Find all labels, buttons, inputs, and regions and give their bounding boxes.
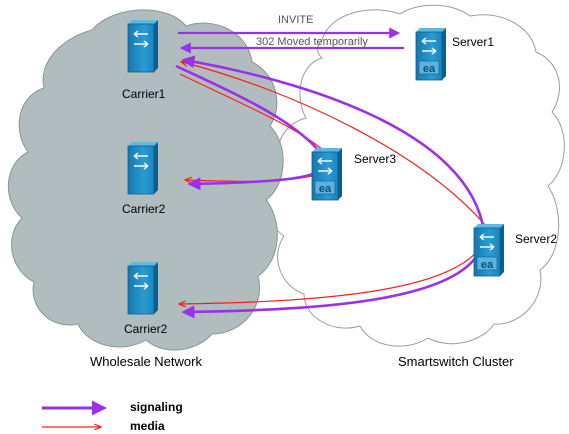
server2-label: Server2	[515, 232, 558, 246]
carrier1-label: Carrier1	[122, 87, 166, 101]
carrier2-label: Carrier2	[122, 202, 166, 216]
carrier2-bottom-switch-icon	[127, 261, 159, 315]
media-flow-carrier1-to-server3	[179, 73, 331, 157]
carrier2-bottom-label: Carrier2	[124, 322, 168, 336]
legend-signaling-label: signaling	[130, 400, 183, 414]
carrier2-switch-icon	[127, 141, 159, 195]
wholesale-network-label: Wholesale Network	[90, 354, 202, 369]
legend-media-label: media	[130, 419, 165, 433]
server1-label: Server1	[452, 35, 495, 49]
carrier1-switch-icon	[127, 19, 159, 73]
server2-server-icon	[473, 223, 505, 277]
media-flow-server2-to-carrier1	[182, 62, 487, 227]
smartswitch-cluster-label: Smartswitch Cluster	[398, 354, 514, 369]
server1-server-icon	[415, 27, 447, 81]
server3-label: Server3	[354, 152, 397, 166]
server3-server-icon	[311, 147, 343, 201]
invite-label: INVITE	[278, 14, 314, 26]
signaling-carrier1-to-server3	[175, 64, 328, 161]
moved-label: 302 Moved temporarily	[256, 36, 368, 48]
media-flow-server2-to-carrier2	[180, 235, 487, 304]
signaling-server2-to-carrier1	[181, 55, 486, 233]
